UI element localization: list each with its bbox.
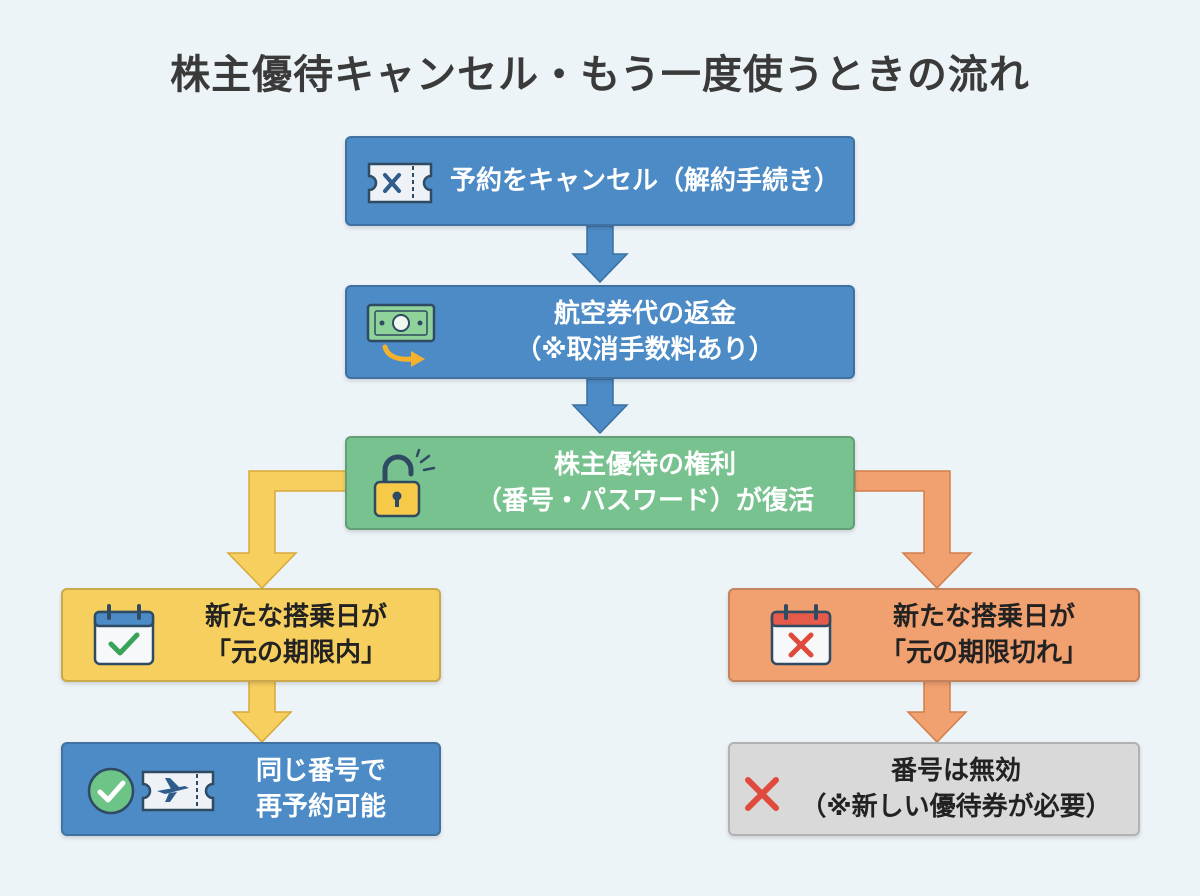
step-cancel-label: 予約をキャンセル（解約手続き）	[449, 166, 840, 196]
flight-ticket-icon	[85, 764, 217, 822]
unlock-icon	[371, 448, 441, 526]
step-restore-line2: （番号・パスワード）が復活	[475, 486, 814, 516]
step-invalid-line1: 番号は無効	[890, 756, 1021, 786]
step-within-line1: 新たな搭乗日が	[204, 602, 387, 632]
step-restore-box: 株主優待の権利 （番号・パスワード）が復活	[345, 436, 855, 530]
arrow-restore-to-within	[226, 470, 347, 590]
page-title: 株主優待キャンセル・もう一度使うときの流れ	[170, 52, 1030, 98]
step-within-line2: 「元の期限内」	[204, 638, 387, 668]
arrow-cancel-to-refund	[571, 225, 629, 284]
step-refund-box: 航空券代の返金 （※取消手数料あり）	[345, 285, 855, 379]
step-expired-box: 新たな搭乗日が 「元の期限切れ」	[728, 588, 1140, 682]
money-refund-icon	[365, 301, 439, 373]
arrow-refund-to-restore	[571, 378, 629, 435]
step-rebook-box: 同じ番号で 再予約可能	[61, 742, 441, 836]
step-expired-line2: 「元の期限切れ」	[879, 638, 1088, 668]
calendar-x-icon	[768, 602, 834, 672]
arrow-within-to-rebook	[231, 680, 293, 744]
red-x-icon	[742, 774, 782, 818]
step-restore-line1: 株主優待の権利	[553, 450, 736, 480]
step-invalid-line2: （※新しい優待券が必要）	[800, 792, 1112, 822]
step-refund-line2: （※取消手数料あり）	[515, 335, 775, 365]
step-rebook-line1: 同じ番号で	[255, 756, 386, 786]
arrow-expired-to-invalid	[906, 680, 968, 744]
step-within-box: 新たな搭乗日が 「元の期限内」	[61, 588, 441, 682]
step-rebook-line2: 再予約可能	[255, 792, 386, 822]
arrow-restore-to-expired	[854, 470, 973, 590]
step-expired-line1: 新たな搭乗日が	[892, 602, 1075, 632]
step-invalid-box: 番号は無効 （※新しい優待券が必要）	[728, 742, 1140, 836]
calendar-check-icon	[91, 602, 157, 672]
cancel-ticket-icon	[365, 160, 435, 210]
step-refund-line1: 航空券代の返金	[553, 299, 736, 329]
step-cancel-box: 予約をキャンセル（解約手続き）	[345, 136, 855, 226]
